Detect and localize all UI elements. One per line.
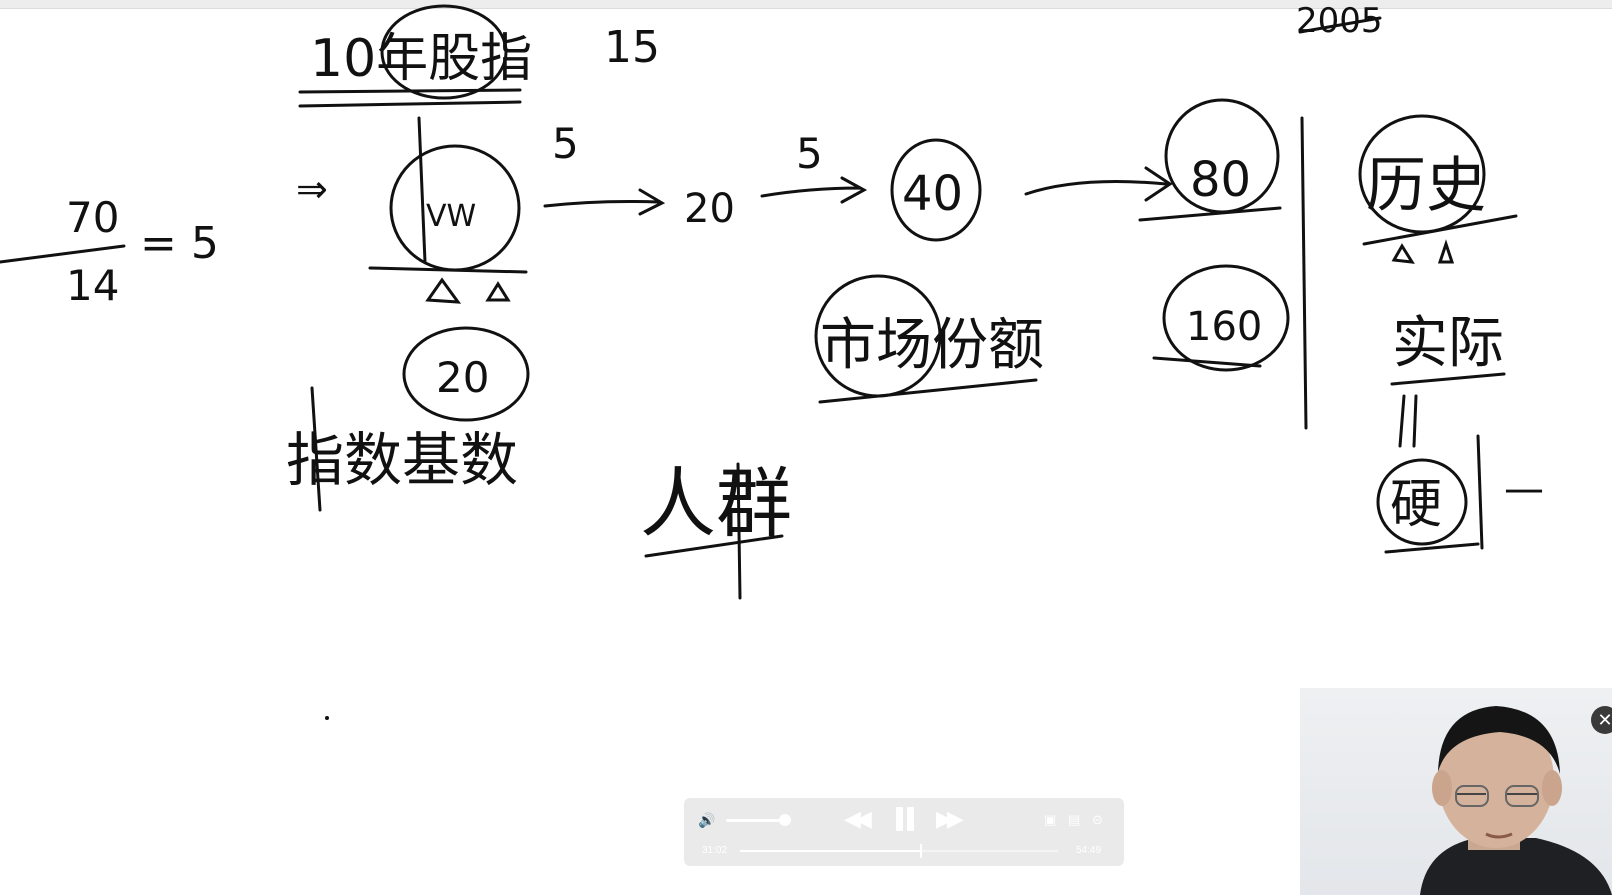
vw-triangle-2: [485, 281, 511, 302]
divider-line: [1300, 116, 1308, 430]
hard-text: 硬: [1390, 475, 1442, 535]
picture-in-picture-icon[interactable]: ▣: [1044, 812, 1057, 827]
volume-icon[interactable]: 🔊: [698, 812, 716, 828]
circle-20: [402, 326, 530, 422]
hard-circle: [1376, 458, 1468, 546]
history-triangle-2: [1437, 239, 1455, 264]
title-underline: [298, 100, 522, 108]
fraction-bottom: 14: [66, 261, 119, 310]
market-share-text: 市场份额: [820, 313, 1044, 378]
circle-40: [890, 138, 982, 242]
crowd-vertical: [736, 462, 742, 600]
index-base-stroke: [310, 386, 322, 512]
close-icon[interactable]: ✕: [1591, 706, 1612, 734]
year-label: 2005: [1296, 1, 1383, 41]
hard-vertical: [1476, 434, 1484, 550]
history-triangle: [1391, 243, 1415, 264]
presenter-video: [1420, 706, 1612, 895]
circle-80-underline: [1138, 206, 1282, 222]
market-share-underline: [818, 378, 1038, 404]
vw-label: VW: [426, 199, 476, 234]
seek-bar[interactable]: [740, 844, 1058, 858]
seek-played: [740, 850, 920, 852]
history-underline: [1362, 214, 1518, 246]
volume-slider-knob[interactable]: [779, 814, 791, 826]
value-40: 40: [902, 166, 963, 222]
crowd-underline: [644, 534, 784, 558]
gain-label-2: 5: [796, 129, 823, 178]
subtitle-icon[interactable]: ▤: [1068, 812, 1081, 827]
rewind-icon[interactable]: ◀◀: [844, 806, 872, 831]
dash-text: —: [1504, 466, 1544, 512]
arrow-2: [760, 176, 868, 204]
arrow-1: [543, 188, 666, 216]
implies-arrow: ⇒: [296, 167, 328, 211]
down-double-arrow: [1398, 394, 1418, 448]
hard-underline: [1384, 542, 1480, 554]
fraction-equals: = 5: [140, 218, 219, 269]
value-20: 20: [684, 186, 735, 232]
total-time: 54:49: [1076, 845, 1102, 856]
year-stroke: [1298, 16, 1382, 34]
more-icon[interactable]: ⊝: [1092, 812, 1103, 827]
top-15-label: 15: [604, 22, 660, 73]
seek-thumb[interactable]: [919, 844, 922, 858]
video-controls: 🔊 ◀◀ ▶▶ ▣ ▤ ⊝ 31:02 54:49: [684, 798, 1124, 866]
crowd-text: 人群: [640, 459, 792, 548]
value-160: 160: [1186, 304, 1262, 350]
history-text: 历史: [1366, 151, 1486, 221]
reality-text: 实际: [1392, 311, 1504, 376]
circle-160-underline: [1152, 356, 1262, 368]
index-base-text: 指数基数: [286, 426, 518, 494]
circle-160: [1162, 264, 1290, 372]
ink-dot: [325, 716, 329, 720]
fast-forward-icon[interactable]: ▶▶: [936, 806, 964, 831]
circle-20-label: 20: [436, 353, 489, 402]
vw-underline: [368, 266, 528, 274]
pause-icon[interactable]: [894, 807, 916, 831]
fraction-top: 70: [66, 193, 119, 242]
value-80: 80: [1190, 152, 1251, 208]
fraction-bar: [0, 244, 126, 264]
vw-vertical-line: [417, 116, 427, 264]
webcam-overlay[interactable]: [1300, 688, 1612, 895]
vw-triangle-1: [425, 277, 462, 304]
arrow-3: [1024, 166, 1173, 202]
volume-slider[interactable]: [726, 819, 784, 822]
gain-label-1: 5: [552, 119, 579, 168]
window-top-strip: [0, 0, 1612, 9]
reality-underline: [1390, 372, 1506, 386]
title-circle: [380, 4, 508, 100]
elapsed-time: 31:02: [702, 845, 728, 856]
title-left-text: 10年股指: [310, 29, 532, 89]
